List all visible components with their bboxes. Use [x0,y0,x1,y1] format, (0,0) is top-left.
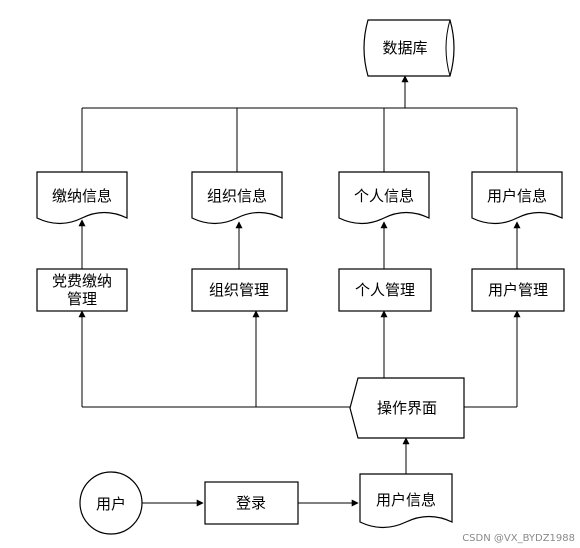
doc-user-top-label: 用户信息 [487,187,547,205]
doc-org-node: 组织信息 [191,171,283,225]
box-org-label: 组织管理 [209,281,269,299]
database-connectors [81,75,518,172]
operation-node: 操作界面 [349,377,465,439]
doc-personal-label: 个人信息 [354,187,414,205]
box-personal-label: 个人管理 [355,281,415,299]
operation-to-box-arrows [78,310,521,408]
user-node: 用户 [79,471,143,535]
doc-user-bottom-label: 用户信息 [376,491,436,509]
login-label: 登录 [236,494,266,512]
doc-personal-node: 个人信息 [338,171,430,225]
box-user-label: 用户管理 [488,281,548,299]
bottom-flow-arrows [142,437,410,507]
login-node: 登录 [204,481,299,525]
doc-org-label: 组织信息 [207,187,267,205]
watermark-text: CSDN @VX_BYDZ1988 [462,533,575,544]
doc-payment-label: 缴纳信息 [52,187,112,205]
box-payment-node: 党费缴纳 管理 [36,268,128,312]
box-to-doc-arrows [78,219,521,269]
box-personal-node: 个人管理 [338,268,432,312]
box-payment-label-line2: 管理 [67,290,97,308]
database-label: 数据库 [382,39,427,57]
box-user-node: 用户管理 [471,268,565,312]
doc-user-bottom-node: 用户信息 [359,473,453,529]
box-org-node: 组织管理 [191,268,288,312]
operation-label: 操作界面 [377,399,437,417]
doc-user-top-node: 用户信息 [471,171,563,225]
box-payment-label-line1: 党费缴纳 [52,272,112,290]
database-node: 数据库 [363,19,455,77]
doc-payment-node: 缴纳信息 [36,171,128,225]
user-label: 用户 [96,495,126,513]
